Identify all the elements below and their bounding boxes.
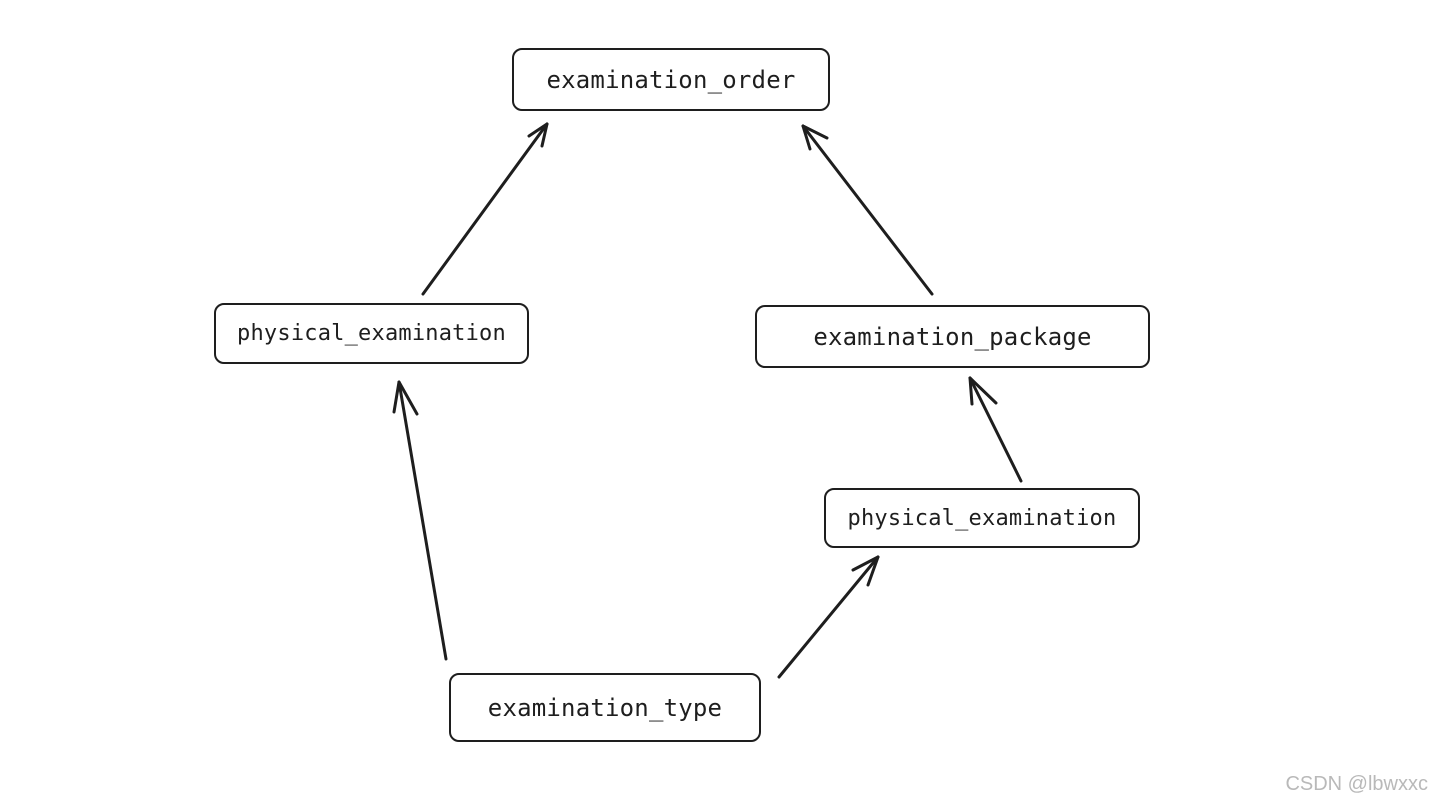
- node-label: physical_examination: [237, 321, 506, 346]
- node-examination-package[interactable]: examination_package: [755, 305, 1150, 368]
- arrow-type-to-pe-left[interactable]: [392, 380, 448, 661]
- arrow-pe-left-to-order[interactable]: [421, 122, 549, 296]
- node-examination-order[interactable]: examination_order: [512, 48, 830, 111]
- node-label: examination_order: [546, 65, 796, 94]
- node-label: examination_type: [487, 693, 723, 722]
- arrow-type-to-pe-right[interactable]: [777, 555, 880, 679]
- node-physical-examination-left[interactable]: physical_examination: [214, 303, 529, 364]
- node-examination-type[interactable]: examination_type: [449, 673, 761, 742]
- arrow-package-to-order[interactable]: [801, 124, 934, 296]
- watermark: CSDN @lbwxxc: [1285, 773, 1428, 795]
- node-label: examination_package: [813, 322, 1092, 351]
- arrow-pe-right-to-package[interactable]: [968, 376, 1023, 483]
- node-physical-examination-right[interactable]: physical_examination: [824, 488, 1140, 548]
- node-label: physical_examination: [847, 505, 1117, 531]
